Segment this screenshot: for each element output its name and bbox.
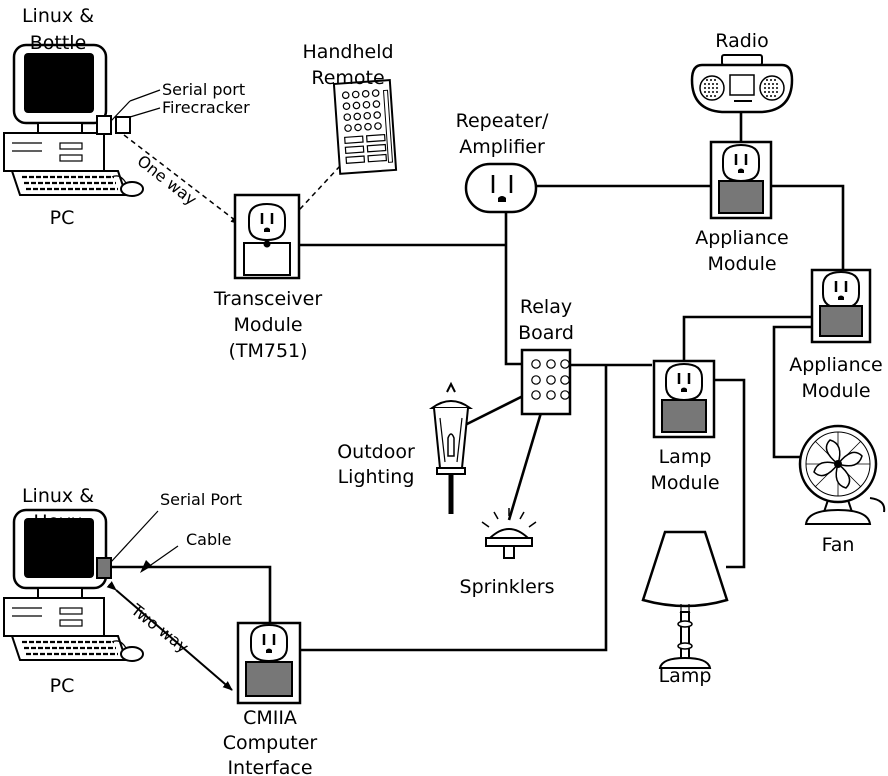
radio — [690, 54, 794, 114]
outdoor-lighting-label-line1: Outdoor — [337, 441, 415, 463]
transceiver-label-line2: Module — [233, 314, 302, 336]
lamp-module — [652, 359, 716, 439]
serial-port-label: Serial port — [162, 80, 245, 99]
pc1-title-line2: Bottle — [30, 32, 87, 54]
handheld-remote-label-line1: Handheld — [302, 41, 393, 63]
pc2-label: PC — [50, 675, 75, 697]
transceiver-module — [233, 193, 301, 280]
appliance2-label-line1: Appliance — [789, 354, 883, 376]
serial-port-connector — [96, 557, 112, 579]
lamp-module-label-line2: Module — [650, 472, 719, 494]
repeater-amplifier — [464, 162, 538, 214]
firecracker-label: Firecracker — [162, 98, 250, 117]
relay-board — [520, 348, 572, 416]
pc2-title-line1: Linux & — [22, 485, 94, 507]
pc1-title-line3: Rocket — [26, 59, 90, 81]
repeater-label-line2: Amplifier — [459, 136, 545, 158]
cmiia-label-line3: Interface — [227, 757, 312, 776]
serial-port-label-2: Serial Port — [160, 490, 242, 509]
transceiver-label-line1: Transceiver — [213, 288, 323, 310]
pc2-title-line2: Heyu — [33, 511, 82, 533]
sprinklers-label: Sprinklers — [460, 576, 555, 598]
appliance-module-2 — [810, 268, 872, 344]
outdoor-lighting — [428, 381, 474, 514]
cmiia-label-line2: Computer — [223, 732, 318, 754]
appliance1-label-line1: Appliance — [695, 227, 789, 249]
pc-1: Linux & Bottle Rocket Serial port Firecr… — [2, 5, 250, 229]
one-way-link — [123, 134, 241, 225]
cable-label: Cable — [186, 530, 231, 549]
repeater-label-line1: Repeater/ — [456, 110, 549, 132]
fan-label: Fan — [822, 534, 855, 556]
radio-label: Radio — [715, 30, 768, 52]
transceiver-label-line3: (TM751) — [228, 340, 307, 362]
one-way-label: One way — [134, 151, 201, 209]
appliance2-label-line2: Module — [801, 380, 870, 402]
lamp-label: Lamp — [659, 665, 712, 687]
fan — [798, 424, 886, 525]
outdoor-lighting-label-line2: Lighting — [338, 466, 415, 488]
relay-label-line2: Board — [518, 322, 574, 344]
handheld-remote-label-line2: Remote — [311, 67, 384, 89]
relay-label-line1: Relay — [520, 296, 572, 318]
power-line-wires — [112, 112, 845, 652]
pc1-label: PC — [50, 207, 75, 229]
sprinklers — [481, 508, 537, 559]
lamp — [641, 530, 729, 669]
cmiia-computer-interface — [236, 621, 302, 705]
appliance1-label-line2: Module — [707, 253, 776, 275]
two-way-link — [106, 581, 233, 691]
handheld-remote — [332, 79, 398, 175]
appliance-module-1 — [709, 140, 773, 220]
pc1-title-line1: Linux & — [22, 5, 94, 27]
firecracker-serial-connector — [96, 115, 112, 135]
cmiia-label-line1: CMIIA — [243, 707, 297, 729]
pc-2: Linux & Heyu Serial Port Cable PC — [2, 485, 242, 697]
lamp-module-label-line1: Lamp — [659, 446, 712, 468]
